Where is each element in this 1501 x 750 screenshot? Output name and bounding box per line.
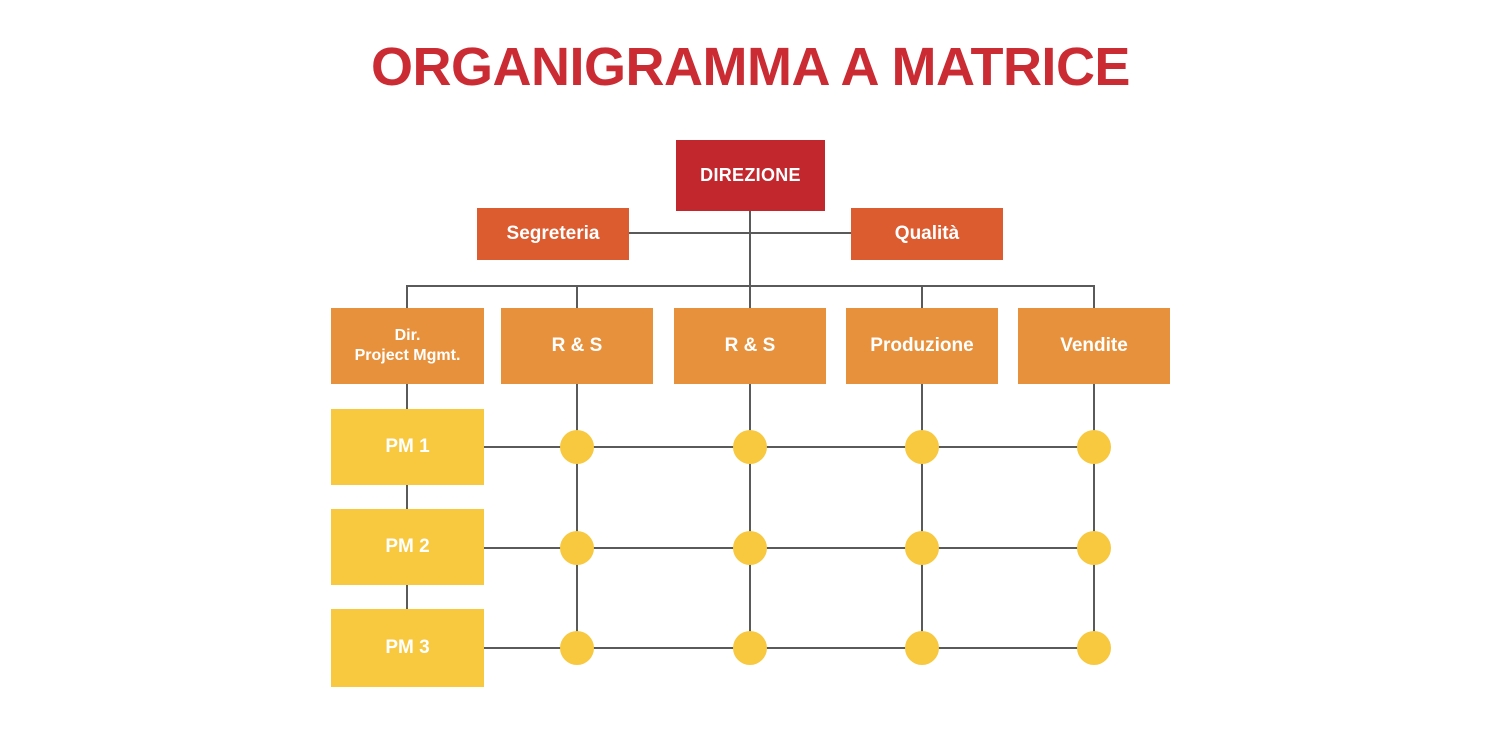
- connector-row-pm3: [483, 647, 1094, 649]
- node-direzione[interactable]: DIREZIONE: [676, 140, 825, 211]
- node-produzione[interactable]: Produzione: [846, 308, 998, 384]
- node-segreteria[interactable]: Segreteria: [477, 208, 629, 260]
- connector-row-pm2: [483, 547, 1094, 549]
- connector-dirpm-to-pm1: [406, 384, 408, 409]
- connector-column-vendite: [1093, 384, 1095, 649]
- connector-column-rs-2: [749, 384, 751, 649]
- matrix-node-pm1-rs2[interactable]: [733, 430, 767, 464]
- matrix-node-pm2-rs1[interactable]: [560, 531, 594, 565]
- matrix-node-pm2-vendite[interactable]: [1077, 531, 1111, 565]
- connector-column-rs-1: [576, 384, 578, 649]
- node-pm-3[interactable]: PM 3: [331, 609, 484, 687]
- node-pm-1[interactable]: PM 1: [331, 409, 484, 485]
- connector-pm1-to-pm2: [406, 485, 408, 509]
- matrix-node-pm3-rs1[interactable]: [560, 631, 594, 665]
- connector-bus-drop-vendite: [1093, 285, 1095, 308]
- matrix-node-pm3-produzione[interactable]: [905, 631, 939, 665]
- connector-bus-drop-rs-1: [576, 285, 578, 308]
- connector-pm2-to-pm3: [406, 585, 408, 609]
- matrix-node-pm1-produzione[interactable]: [905, 430, 939, 464]
- connector-staff-line: [629, 232, 851, 234]
- node-dir-project-mgmt[interactable]: Dir. Project Mgmt.: [331, 308, 484, 384]
- matrix-node-pm1-rs1[interactable]: [560, 430, 594, 464]
- node-rs-2[interactable]: R & S: [674, 308, 826, 384]
- node-qualita[interactable]: Qualità: [851, 208, 1003, 260]
- matrix-node-pm2-rs2[interactable]: [733, 531, 767, 565]
- connector-bus-drop-produzione: [921, 285, 923, 308]
- connector-row-pm1: [483, 446, 1094, 448]
- node-dir-project-mgmt-line2: Project Mgmt.: [354, 347, 461, 364]
- connector-bus-drop-dir-project-mgmt: [406, 285, 408, 308]
- node-vendite[interactable]: Vendite: [1018, 308, 1170, 384]
- matrix-node-pm3-rs2[interactable]: [733, 631, 767, 665]
- node-rs-1[interactable]: R & S: [501, 308, 653, 384]
- connector-bus-drop-rs-2: [749, 285, 751, 308]
- node-pm-2[interactable]: PM 2: [331, 509, 484, 585]
- matrix-node-pm1-vendite[interactable]: [1077, 430, 1111, 464]
- connector-column-produzione: [921, 384, 923, 649]
- node-dir-project-mgmt-line1: Dir.: [394, 327, 421, 344]
- matrix-node-pm2-produzione[interactable]: [905, 531, 939, 565]
- connector-direzione-trunk: [749, 211, 751, 286]
- matrix-node-pm3-vendite[interactable]: [1077, 631, 1111, 665]
- page-title: ORGANIGRAMMA A MATRICE: [371, 37, 1130, 97]
